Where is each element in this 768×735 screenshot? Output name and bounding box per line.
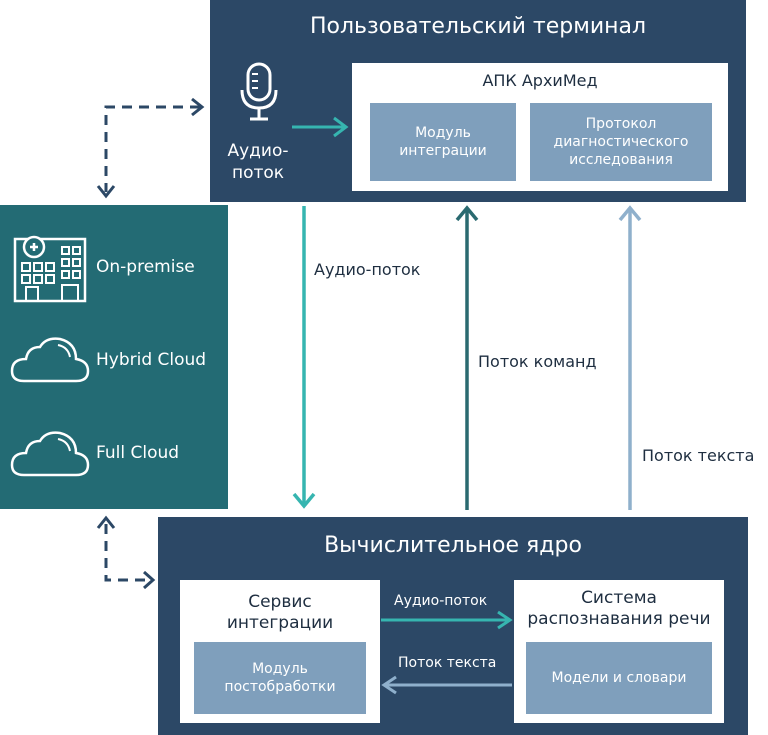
cloud-icon (10, 429, 90, 479)
terminal-audio-label: Аудио- поток (227, 141, 289, 184)
apk-archimed-box: АПК АрхиМед Модуль интеграции Протокол д… (352, 63, 728, 191)
inner-audio-flow-label: Аудио-поток (394, 593, 488, 609)
command-flow-arrow (455, 205, 479, 510)
hospital-icon (12, 231, 88, 303)
text-flow-arrow (618, 205, 642, 510)
deployment-hybrid-cloud-label: Hybrid Cloud (96, 350, 207, 370)
inner-text-flow-label: Поток текста (398, 655, 497, 671)
inner-text-arrow (381, 675, 512, 695)
dashed-bottom-connector (104, 524, 150, 582)
inner-audio-arrow (381, 610, 513, 630)
integration-module: Модуль интеграции (370, 103, 516, 181)
command-flow-label: Поток команд (478, 352, 597, 371)
dashed-top-connector (104, 105, 200, 192)
integration-service-box: Сервис интеграции Модуль постобработки (180, 580, 380, 723)
cloud-icon (10, 335, 90, 385)
deployment-on-premise-label: On-premise (96, 257, 195, 277)
mic-to-apk-arrow (292, 116, 349, 138)
integration-service-title: Сервис интеграции (226, 592, 334, 634)
deployment-full-cloud-label: Full Cloud (96, 443, 180, 463)
computing-core-title: Вычислительное ядро (324, 533, 582, 558)
diagnostic-protocol-module: Протокол диагностического исследования (530, 103, 712, 181)
text-flow-label: Поток текста (642, 446, 755, 465)
apk-archimed-title: АПК АрхиМед (482, 71, 598, 90)
speech-recognition-title: Система распознавания речи (527, 588, 711, 630)
models-dictionaries-module: Модели и словари (526, 642, 712, 714)
user-terminal-panel: Пользовательский терминал Аудио- поток А… (210, 0, 746, 202)
audio-flow-arrow (292, 206, 316, 509)
user-terminal-title: Пользовательский терминал (309, 14, 647, 39)
microphone-icon (234, 60, 284, 124)
audio-flow-label: Аудио-поток (314, 260, 421, 279)
computing-core-panel: Вычислительное ядро Сервис интеграции Мо… (158, 517, 748, 735)
speech-recognition-box: Система распознавания речи Модели и слов… (514, 580, 724, 723)
deployment-panel: On-premise Hybrid Cloud Full Cloud (0, 205, 228, 509)
postprocessing-module: Модуль постобработки (194, 642, 366, 714)
